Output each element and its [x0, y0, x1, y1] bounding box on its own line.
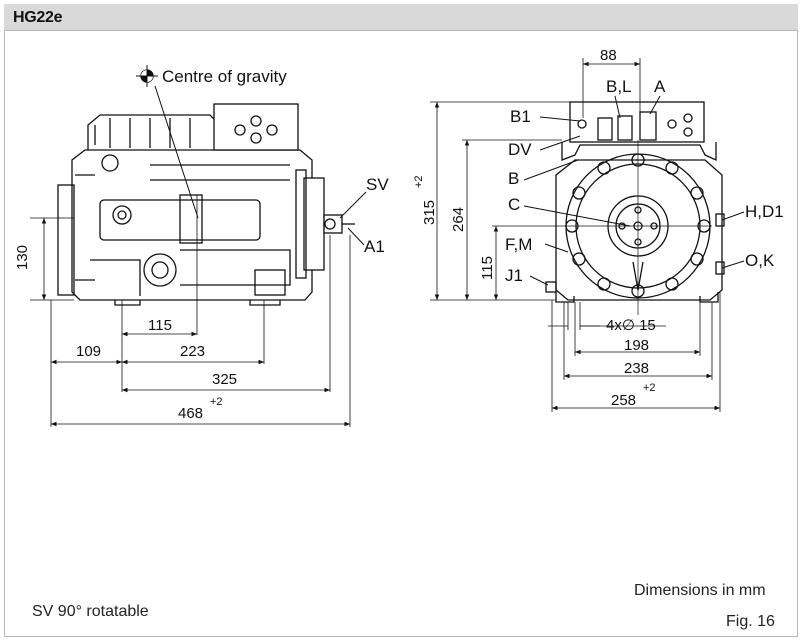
dim-4x15-text: 4x∅ 15 [606, 317, 656, 334]
bl-label: B,L [606, 77, 632, 96]
right-bottom-extensions [551, 292, 721, 412]
b-label: B [508, 169, 519, 188]
dim-238-text: 238 [624, 360, 649, 377]
dim-468-tolerance: +2 [210, 396, 223, 408]
cog-label: Centre of gravity [162, 67, 287, 86]
dim-264-text: 264 [450, 207, 467, 232]
side-view-compressor [57, 103, 355, 306]
dim-258-tolerance: +2 [643, 382, 656, 394]
centre-of-gravity-icon [136, 65, 158, 87]
model-title: HG22e [13, 9, 63, 26]
sv-rotation-note: SV 90° rotatable [32, 603, 149, 620]
hd1-label: H,D1 [745, 202, 784, 221]
dim-258-text: 258 [611, 392, 636, 409]
figure-number: Fig. 16 [726, 613, 775, 630]
end-view-centre-lines [565, 140, 712, 315]
dim-115-right-text: 115 [479, 256, 496, 280]
dim-88-text: 88 [600, 47, 617, 64]
dim-315-text: 315 [421, 200, 438, 225]
dim-468-text: 468 [178, 405, 203, 422]
dim-115-left-text: 115 [148, 317, 172, 334]
dimension-130 [30, 217, 74, 301]
dimension-88 [582, 58, 641, 118]
cog-leader [154, 85, 199, 219]
dim-198-text: 198 [624, 337, 649, 354]
c-label: C [508, 195, 520, 214]
b1-label: B1 [510, 107, 531, 126]
fm-label: F,M [505, 235, 532, 254]
dim-325-text: 325 [212, 371, 237, 388]
sv-label: SV [366, 175, 389, 194]
dim-315-tolerance: +2 [413, 175, 425, 188]
dim-130-text: 130 [14, 245, 31, 270]
j1-label: J1 [505, 266, 523, 285]
title-bar: HG22e [4, 4, 798, 31]
ok-label: O,K [745, 251, 775, 270]
a1-label: A1 [364, 237, 385, 256]
dim-223-text: 223 [180, 343, 205, 360]
dv-label: DV [508, 140, 532, 159]
units-note: Dimensions in mm [634, 582, 766, 599]
a-label: A [654, 77, 666, 96]
dim-109-text: 109 [76, 343, 101, 360]
end-view-compressor [545, 101, 725, 303]
right-vertical-extensions [430, 101, 570, 301]
